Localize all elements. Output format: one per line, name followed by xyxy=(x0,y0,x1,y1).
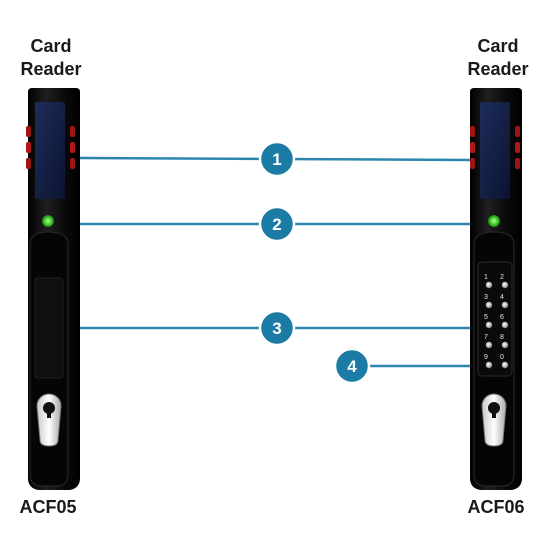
callout-number-3: 3 xyxy=(272,319,281,338)
callout-badge-2: 2 xyxy=(258,205,296,243)
keypad-key-2 xyxy=(501,281,509,289)
keypad-key-4 xyxy=(501,301,509,309)
keypad-digit-label: 1 xyxy=(484,274,488,281)
reader-glass xyxy=(35,102,65,199)
keypad: 1 3 5 7 9 2 4 6 8 0 xyxy=(484,274,509,369)
handle-acf06: 1 3 5 7 9 2 4 6 8 0 xyxy=(470,88,522,490)
callout-number-1: 1 xyxy=(272,150,281,169)
handle-acf05 xyxy=(26,88,80,490)
red-led-icon xyxy=(515,158,520,169)
red-led-icon xyxy=(26,126,31,137)
keypad-digit-label: 0 xyxy=(500,354,504,361)
reader-glass xyxy=(480,102,510,199)
red-led-icon xyxy=(70,158,75,169)
card-reader-label-right-line2: Reader xyxy=(467,59,529,79)
red-led-icon xyxy=(470,158,475,169)
keypad-key-5 xyxy=(485,321,493,329)
callout-badge-3: 3 xyxy=(258,309,296,347)
keypad-key-8 xyxy=(501,341,509,349)
keypad-digit-label: 5 xyxy=(484,314,488,321)
model-label-acf06: ACF06 xyxy=(467,497,525,517)
red-led-icon xyxy=(515,142,520,153)
red-led-icon xyxy=(70,126,75,137)
card-reader-label-left-line2: Reader xyxy=(20,59,82,79)
keypad-key-6 xyxy=(501,321,509,329)
green-led-icon xyxy=(42,215,54,227)
callout-number-2: 2 xyxy=(272,215,281,234)
euro-cylinder-lock-icon xyxy=(36,393,62,447)
keypad-digit-label: 4 xyxy=(500,294,504,301)
keypad-digit-label: 9 xyxy=(484,354,488,361)
callout-badge-1: 1 xyxy=(258,140,296,178)
model-label-acf05: ACF05 xyxy=(19,497,77,517)
keypad-digit-label: 3 xyxy=(484,294,488,301)
keypad-key-1 xyxy=(485,281,493,289)
callout-badge-4: 4 xyxy=(333,347,371,385)
grip-slot xyxy=(34,277,64,379)
keypad-key-9 xyxy=(485,361,493,369)
keypad-key-7 xyxy=(485,341,493,349)
keypad-digit-label: 2 xyxy=(500,274,504,281)
green-led-icon xyxy=(488,215,500,227)
red-led-icon xyxy=(470,126,475,137)
card-reader-label-right-line1: Card xyxy=(477,36,519,56)
keypad-key-3 xyxy=(485,301,493,309)
red-led-icon xyxy=(26,142,31,153)
keypad-key-0 xyxy=(501,361,509,369)
keypad-digit-label: 8 xyxy=(500,334,504,341)
callout-number-4: 4 xyxy=(347,357,357,376)
card-reader-label-right: Card Reader xyxy=(443,35,550,81)
card-reader-label-left: Card Reader xyxy=(0,35,106,81)
keypad-digit-label: 7 xyxy=(484,334,488,341)
keypad-digit-label: 6 xyxy=(500,314,504,321)
red-led-icon xyxy=(470,142,475,153)
red-led-icon xyxy=(26,158,31,169)
red-led-icon xyxy=(70,142,75,153)
euro-cylinder-lock-icon xyxy=(481,393,507,447)
red-led-icon xyxy=(515,126,520,137)
card-reader-label-left-line1: Card xyxy=(30,36,72,56)
